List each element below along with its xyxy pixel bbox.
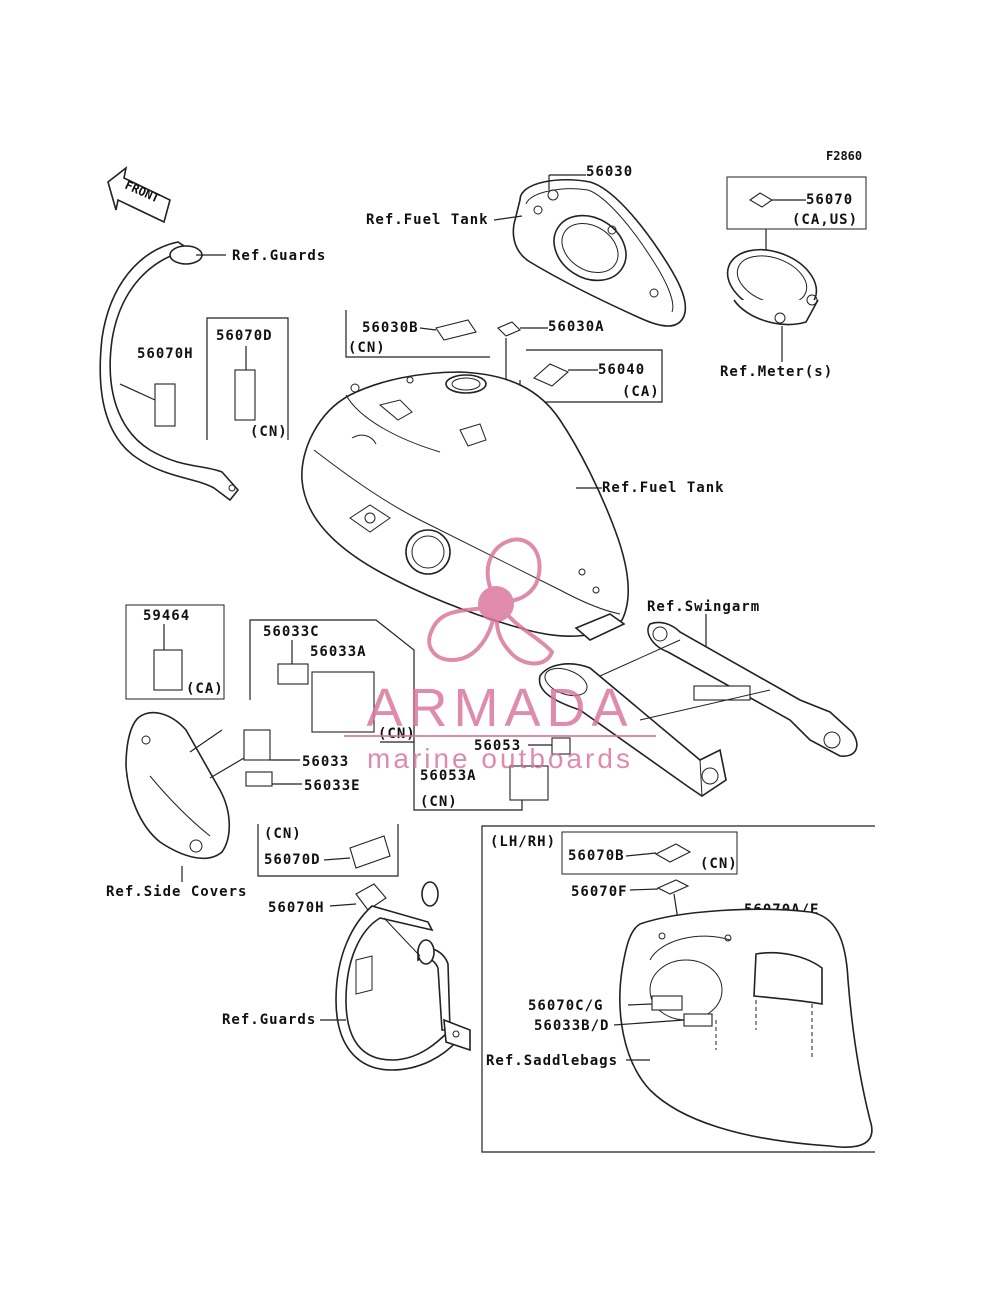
decal-56030B (435, 319, 477, 341)
decal-56033 (243, 729, 271, 761)
propeller-hub (478, 586, 514, 622)
swingarm-drawing (538, 621, 858, 797)
label-56070CG: 56070C/G (528, 998, 603, 1014)
decal-56030A (497, 321, 521, 337)
label-56040: 56040 (598, 362, 645, 378)
label-59464: 59464 (143, 608, 190, 624)
decal-59464 (153, 649, 183, 691)
label-56070F: 56070F (571, 884, 628, 900)
decal-56033C (277, 663, 309, 685)
decal-56040 (532, 363, 570, 387)
label-56030B: 56030B (362, 320, 419, 336)
propeller-icon (427, 537, 555, 666)
front-arrow-icon: FRONT (107, 166, 171, 224)
label-56053A: 56053A (420, 768, 477, 784)
ca-56040: (CA) (622, 384, 660, 400)
side-cover-drawing (125, 711, 231, 860)
decal-56070D-low (349, 835, 391, 869)
ref-fuel-tank-mid: Ref.Fuel Tank (602, 480, 725, 496)
label-56033C: 56033C (263, 624, 320, 640)
cn-56030B: (CN) (348, 340, 386, 356)
box-56070B (561, 831, 738, 875)
cn-56070B: (CN) (700, 856, 738, 872)
decal-56033A (311, 671, 375, 733)
fuel-tank-drawing (301, 371, 629, 641)
label-56070H-top: 56070H (137, 346, 194, 362)
label-56030A: 56030A (548, 319, 605, 335)
label-56053: 56053 (474, 738, 521, 754)
label-56070: 56070 (806, 192, 853, 208)
label-56033A: 56033A (310, 644, 367, 660)
decal-56033BD (683, 1013, 713, 1027)
box-59464 (125, 604, 225, 700)
ref-guards-low: Ref.Guards (222, 1012, 316, 1028)
ref-swingarm: Ref.Swingarm (647, 599, 760, 615)
watermark-brand: ARMADA (366, 678, 633, 738)
watermark-tagline: marine outboards (367, 743, 633, 774)
box-56070 (726, 176, 867, 230)
guard-low-drawing (335, 881, 471, 1071)
cn-56033A: (CN) (378, 726, 416, 742)
ca-59464: (CA) (186, 681, 224, 697)
cn-56053A: (CN) (420, 794, 458, 810)
saddlebag-drawing (619, 908, 873, 1148)
decal-56070B (654, 843, 692, 863)
meter-drawing (726, 248, 819, 326)
ref-saddlebags: Ref.Saddlebags (486, 1053, 618, 1069)
decal-56070D-top (234, 369, 256, 421)
cn-56070D-top: (CN) (250, 424, 288, 440)
watermark-logo: ARMADA marine outboards (344, 537, 656, 774)
label-56033: 56033 (302, 754, 349, 770)
lh-rh: (LH/RH) (490, 834, 556, 850)
decal-swingarm (693, 685, 751, 701)
guard-top-drawing (99, 241, 240, 502)
label-56070D-top: 56070D (216, 328, 273, 344)
decal-56053 (551, 737, 571, 755)
label-56070H-low: 56070H (268, 900, 325, 916)
label-56033BD: 56033B/D (534, 1018, 609, 1034)
label-56033E: 56033E (304, 778, 361, 794)
ca-us-56070: (CA,US) (792, 212, 858, 228)
decal-56070CG (651, 995, 683, 1011)
decal-56070 (748, 192, 774, 208)
label-56030: 56030 (586, 164, 633, 180)
decal-56053A (509, 765, 549, 801)
ref-meter: Ref.Meter(s) (720, 364, 833, 380)
label-56070B: 56070B (568, 848, 625, 864)
decal-56070F (656, 879, 690, 895)
ref-fuel-tank-top: Ref.Fuel Tank (366, 212, 489, 228)
cn-56070D-low: (CN) (264, 826, 302, 842)
figure-code: F2860 (826, 149, 862, 163)
decal-56070H-top (154, 383, 176, 427)
decal-56033E (245, 771, 273, 787)
ref-guards-top: Ref.Guards (232, 248, 326, 264)
label-56070D-low: 56070D (264, 852, 321, 868)
decal-56070H-low (355, 883, 387, 911)
ref-side-covers: Ref.Side Covers (106, 884, 247, 900)
fuel-tank-console-drawing (512, 179, 687, 327)
